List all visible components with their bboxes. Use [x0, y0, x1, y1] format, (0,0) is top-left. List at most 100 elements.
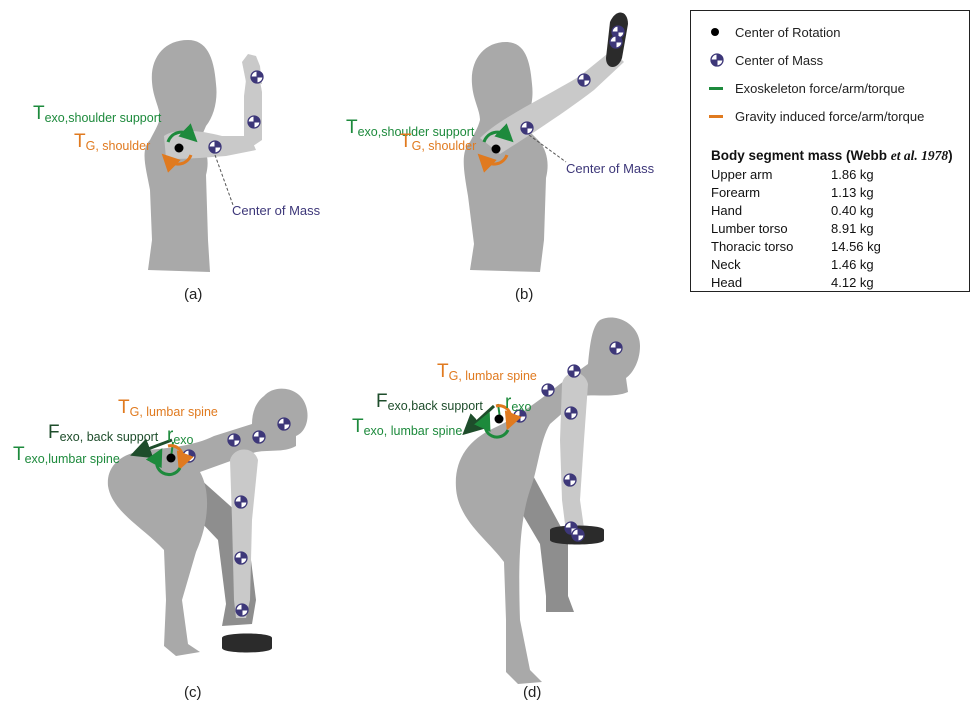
symbol-main: T [352, 416, 364, 437]
green-line-icon [709, 87, 723, 90]
segment-name: Upper arm [711, 167, 772, 182]
panel-c-exo-force-label: Fexo, back support [48, 423, 158, 442]
legend-label: Center of Rotation [735, 25, 841, 40]
panel-d-exo-force-label: Fexo,back support [376, 392, 483, 411]
mass-row: Neck1.46 kg [711, 257, 741, 272]
com-marker [568, 365, 580, 377]
com-marker [235, 496, 247, 508]
symbol-sub: exo,shoulder support [45, 111, 162, 125]
com-marker [183, 450, 195, 462]
panel-c-weight [222, 634, 272, 653]
com-marker [253, 431, 265, 443]
panel-a-com-label: Center of Mass [232, 204, 320, 217]
com-marker [248, 116, 260, 128]
mass-title-citation: et al. 1978 [891, 148, 948, 163]
symbol-sub: exo [511, 400, 531, 414]
symbol-sub: exo,lumbar spine [25, 452, 120, 466]
symbol-main: T [118, 397, 130, 418]
segment-name: Lumber torso [711, 221, 788, 236]
com-marker [610, 36, 622, 48]
panel-c-caption: (c) [184, 684, 202, 701]
panel-a-exo-torque-label: Texo,shoulder support [33, 104, 161, 123]
black-dot-icon [711, 28, 719, 36]
com-marker [578, 74, 590, 86]
com-marker [572, 529, 584, 541]
mass-title-prefix: Body segment mass (Webb [711, 148, 891, 163]
mass-row: Head4.12 kg [711, 275, 742, 290]
center-of-rotation [175, 144, 184, 153]
com-marker [228, 434, 240, 446]
segment-name: Thoracic torso [711, 239, 793, 254]
symbol-sub: exo, back support [60, 430, 159, 444]
leader-line [215, 155, 233, 205]
symbol-main: T [346, 117, 358, 138]
legend-box: Center of Rotation Center of Mass Exoske… [690, 10, 970, 292]
com-marker [251, 71, 263, 83]
segment-mass: 1.46 kg [831, 257, 874, 272]
segment-mass: 8.91 kg [831, 221, 874, 236]
symbol-main: T [13, 444, 25, 465]
segment-mass: 0.40 kg [831, 203, 874, 218]
panel-b-figure [464, 12, 628, 272]
legend-label: Center of Mass [735, 53, 823, 68]
panel-c-exo-torque-label: Texo,lumbar spine [13, 445, 120, 464]
symbol-sub: G, shoulder [86, 139, 151, 153]
symbol-sub: G, lumbar spine [130, 405, 218, 419]
panel-a-caption: (a) [184, 286, 202, 303]
segment-name: Hand [711, 203, 742, 218]
mass-row: Forearm1.13 kg [711, 185, 760, 200]
symbol-main: F [376, 391, 388, 412]
mass-row: Lumber torso8.91 kg [711, 221, 788, 236]
mass-row: Hand0.40 kg [711, 203, 742, 218]
segment-name: Head [711, 275, 742, 290]
symbol-main: T [437, 361, 449, 382]
com-marker [521, 122, 533, 134]
center-of-mass-icon [709, 52, 725, 71]
symbol-sub: exo,back support [388, 399, 483, 413]
com-marker [610, 342, 622, 354]
panel-d-arm [560, 373, 588, 532]
panel-b-caption: (b) [515, 286, 533, 303]
center-of-rotation [495, 415, 504, 424]
com-marker [235, 552, 247, 564]
com-marker [278, 418, 290, 430]
legend-label: Gravity induced force/arm/torque [735, 109, 924, 124]
symbol-sub: G, shoulder [412, 139, 477, 153]
orange-line-icon [709, 115, 723, 118]
mass-row: Upper arm1.86 kg [711, 167, 772, 182]
com-marker [564, 474, 576, 486]
com-marker [565, 407, 577, 419]
symbol-main: T [74, 131, 86, 152]
center-of-rotation [492, 145, 501, 154]
segment-name: Neck [711, 257, 741, 272]
com-marker [209, 141, 221, 153]
legend-label: Exoskeleton force/arm/torque [735, 81, 905, 96]
mass-title-suffix: ) [948, 148, 953, 163]
panel-c-gravity-torque-label: TG, lumbar spine [118, 398, 218, 417]
segment-mass: 1.86 kg [831, 167, 874, 182]
segment-mass: 1.13 kg [831, 185, 874, 200]
panel-d-caption: (d) [523, 684, 541, 701]
mass-table-title: Body segment mass (Webb et al. 1978) [711, 148, 953, 164]
symbol-sub: exo [173, 433, 193, 447]
segment-mass: 4.12 kg [831, 275, 874, 290]
segment-name: Forearm [711, 185, 760, 200]
panel-d-moment-arm-label: rexo [505, 393, 531, 412]
segment-mass: 14.56 kg [831, 239, 881, 254]
panel-b-gravity-torque-label: TG, shoulder [400, 132, 476, 151]
panel-b-com-label: Center of Mass [566, 162, 654, 175]
center-of-rotation [167, 454, 176, 463]
mass-row: Thoracic torso14.56 kg [711, 239, 793, 254]
symbol-main: F [48, 422, 60, 443]
panel-a-figure [145, 40, 263, 272]
panel-c-moment-arm-label: rexo [167, 426, 193, 445]
panel-a-gravity-torque-label: TG, shoulder [74, 132, 150, 151]
symbol-main: T [400, 131, 412, 152]
symbol-sub: G, lumbar spine [449, 369, 537, 383]
panel-d-gravity-torque-label: TG, lumbar spine [437, 362, 537, 381]
symbol-main: T [33, 103, 45, 124]
com-marker [542, 384, 554, 396]
symbol-sub: exo, lumbar spine [364, 424, 463, 438]
panel-d-exo-torque-label: Texo, lumbar spine [352, 417, 462, 436]
com-marker [236, 604, 248, 616]
